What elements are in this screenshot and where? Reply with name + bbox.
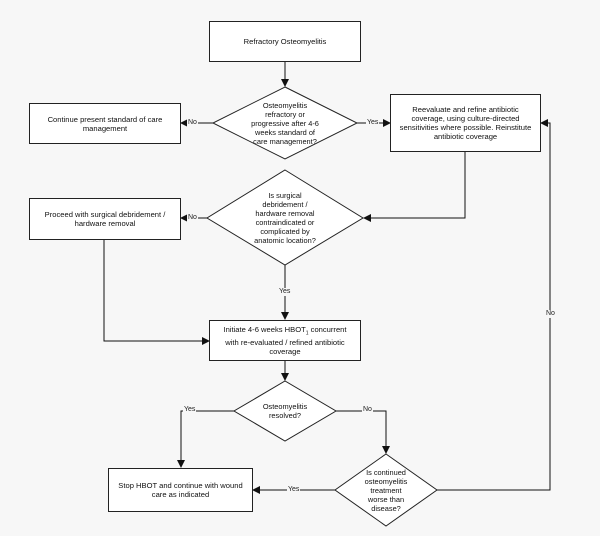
decision-refractory-shape bbox=[211, 86, 359, 160]
edge-label-surgical-yes: Yes bbox=[278, 288, 292, 296]
edge-label-refractory-yes: Yes bbox=[366, 119, 380, 127]
decision-worse-shape bbox=[334, 453, 438, 527]
edge-debridement-to-hbot bbox=[103, 240, 210, 345]
edge-label-resolved-no: No bbox=[362, 406, 373, 414]
edge-label-worse-yes: Yes bbox=[287, 486, 301, 494]
hbot-box: Initiate 4-6 weeks HBOT1 concurrent with… bbox=[209, 320, 361, 361]
edge-resolved-no bbox=[336, 410, 390, 454]
hbot-text: Initiate 4-6 weeks HBOT1 concurrent with… bbox=[223, 324, 347, 357]
continue-care-box: Continue present standard of care manage… bbox=[29, 103, 181, 144]
edge-worse-no bbox=[437, 119, 551, 491]
edge-label-worse-no: No bbox=[545, 310, 556, 318]
decision-refractory-text: Osteomyelitis refractory or progressive … bbox=[251, 100, 319, 146]
edge-label-surgical-no: No bbox=[187, 214, 198, 222]
decision-resolved-text: Osteomyelitis resolved? bbox=[262, 402, 308, 420]
start-box: Refractory Osteomyelitis bbox=[209, 21, 361, 62]
decision-worse-text: Is continued osteomyelitis treatment wor… bbox=[364, 467, 408, 513]
reevaluate-box: Reevaluate and refine antibiotic coverag… bbox=[390, 94, 541, 152]
surgical-debridement-box: Proceed with surgical debridement / hard… bbox=[29, 198, 181, 240]
decision-resolved-shape bbox=[233, 380, 337, 442]
decision-surgical-text: Is surgical debridement / hardware remov… bbox=[254, 191, 316, 245]
edge-resolved-yes bbox=[177, 410, 234, 468]
edge-label-resolved-yes: Yes bbox=[183, 406, 197, 414]
stop-hbot-box: Stop HBOT and continue with wound care a… bbox=[108, 468, 253, 512]
edge-label-refractory-no: No bbox=[187, 119, 198, 127]
edge-reevaluate-to-surgical bbox=[363, 152, 466, 222]
